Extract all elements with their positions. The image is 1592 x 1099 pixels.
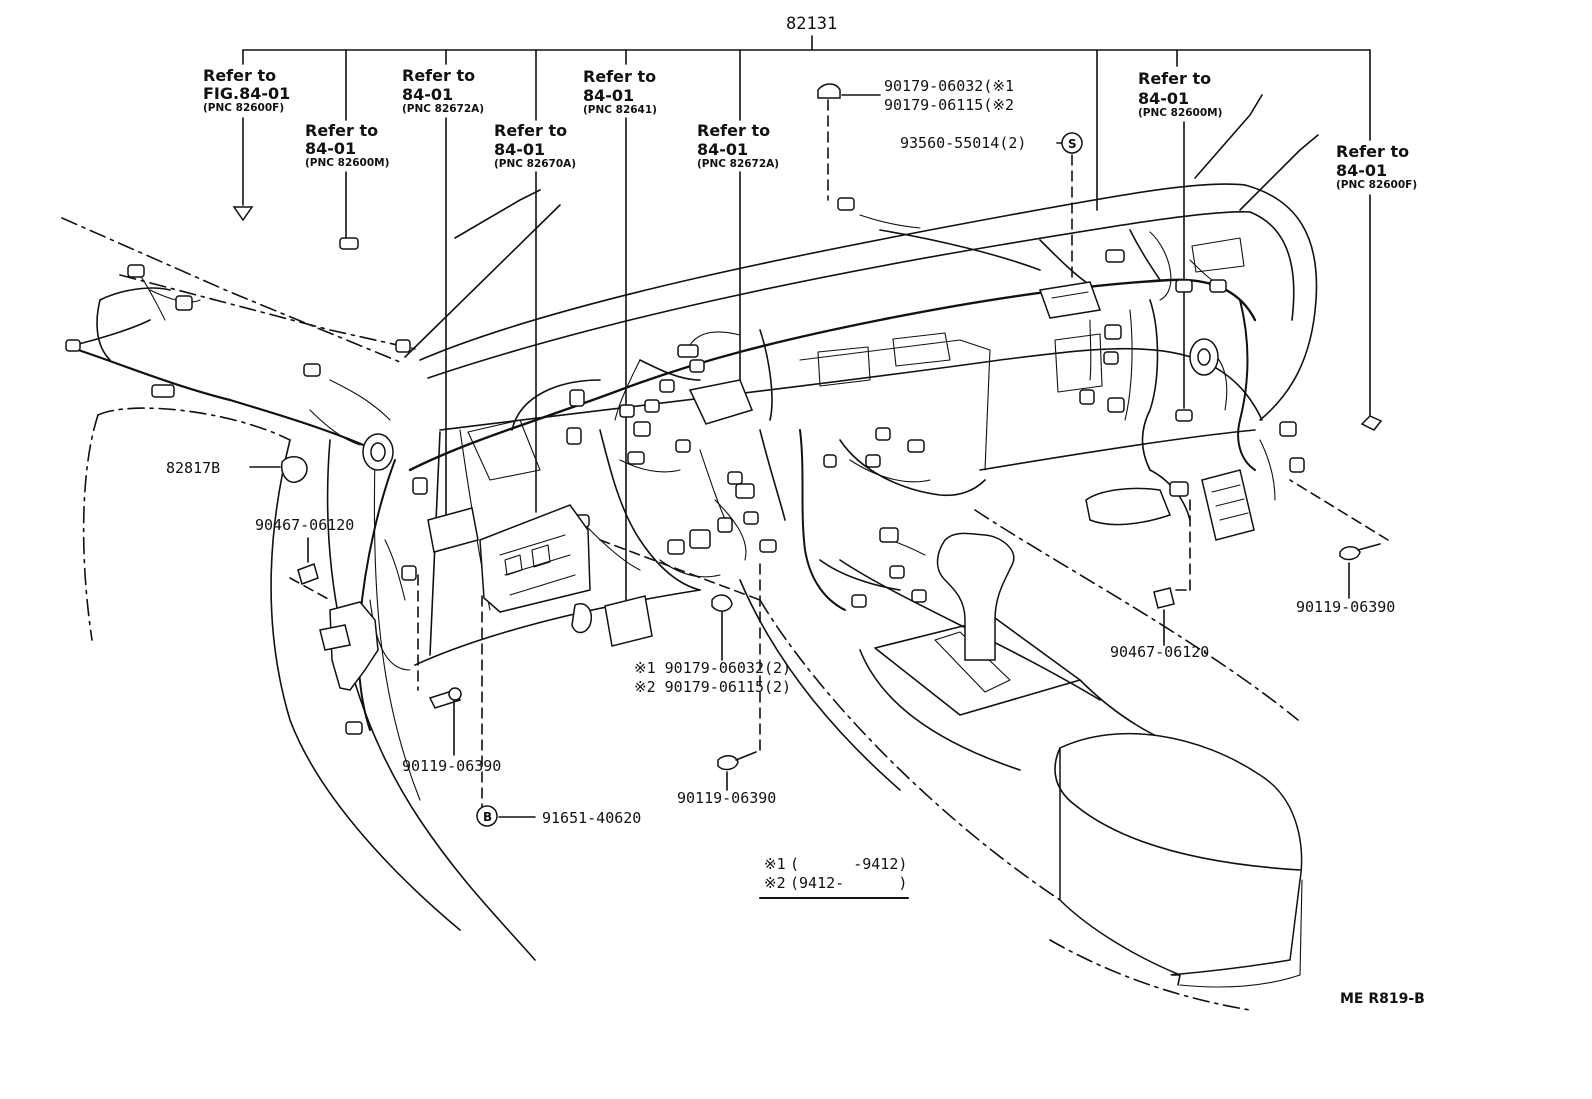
part-90179-mid-2: ※2 90179-06115(2) bbox=[634, 678, 791, 696]
ref-4-pnc: (PNC 82670A) bbox=[494, 158, 576, 170]
junction-box bbox=[479, 504, 591, 613]
clip-icon bbox=[817, 83, 841, 99]
refer-to-label-6: Refer to 84-01 (PNC 82672A) bbox=[697, 121, 779, 170]
connector-icon bbox=[1360, 415, 1383, 431]
relay-block bbox=[1201, 469, 1255, 541]
part-90119-right: 90119-06390 bbox=[1296, 598, 1395, 616]
s-marker-letter: S bbox=[1068, 137, 1077, 151]
legend-row-2-mark: ※2 bbox=[764, 874, 786, 892]
wire-clamp bbox=[280, 456, 308, 483]
part-93560: 93560-55014(2) bbox=[900, 134, 1026, 152]
part-90179-mid-1: ※1 90179-06032(2) bbox=[634, 659, 791, 677]
ref-5-fig: 84-01 bbox=[583, 86, 634, 105]
ref-4-title: Refer to bbox=[494, 121, 567, 140]
ref-3-pnc: (PNC 82672A) bbox=[402, 103, 484, 115]
ref-7-title: Refer to bbox=[1138, 69, 1211, 88]
clip-icon bbox=[297, 563, 319, 585]
ref-1-pnc: (PNC 82600F) bbox=[203, 102, 284, 114]
refer-to-label-4: Refer to 84-01 (PNC 82670A) bbox=[494, 121, 576, 170]
part-82817b: 82817B bbox=[166, 459, 220, 477]
main-part-number: 82131 bbox=[786, 14, 837, 34]
air-vent bbox=[1191, 237, 1245, 273]
ref-2-pnc: (PNC 82600M) bbox=[305, 157, 389, 169]
refer-to-label-3: Refer to 84-01 (PNC 82672A) bbox=[402, 66, 484, 115]
ref-8-title: Refer to bbox=[1336, 142, 1409, 161]
part-90467-left: 90467-06120 bbox=[255, 516, 354, 534]
ref-1-fig: FIG.84-01 bbox=[203, 84, 290, 103]
air-vent bbox=[892, 332, 951, 367]
bracket bbox=[1085, 487, 1171, 526]
part-90119-mid: 90119-06390 bbox=[677, 789, 776, 807]
part-91651: 91651-40620 bbox=[542, 809, 641, 827]
connector-block bbox=[427, 507, 479, 553]
clip-icon bbox=[1153, 587, 1175, 609]
ref-7-fig: 84-01 bbox=[1138, 89, 1189, 108]
relay-block bbox=[688, 379, 753, 425]
ref-2-fig: 84-01 bbox=[305, 139, 356, 158]
junction-block bbox=[1038, 281, 1102, 319]
ref-5-title: Refer to bbox=[583, 67, 656, 86]
connector-icon bbox=[232, 206, 254, 222]
ref-4-fig: 84-01 bbox=[494, 140, 545, 159]
legend-row-2-range: (9412- ) bbox=[790, 874, 907, 892]
ref-7-pnc: (PNC 82600M) bbox=[1138, 107, 1222, 119]
ref-6-title: Refer to bbox=[697, 121, 770, 140]
illustration-code: ME R819-B bbox=[1340, 991, 1425, 1007]
connector-icon bbox=[1175, 409, 1193, 422]
refer-to-label-1: Refer to FIG.84-01 (PNC 82600F) bbox=[203, 66, 290, 114]
part-90179-top-1: 90179-06032(※1 bbox=[884, 77, 1014, 95]
clip-icon bbox=[711, 594, 733, 612]
control-module bbox=[604, 595, 653, 647]
ref-5-pnc: (PNC 82641) bbox=[583, 104, 657, 116]
ref-3-title: Refer to bbox=[402, 66, 475, 85]
main-part-leader: 82131 bbox=[242, 14, 1371, 211]
ref-2-title: Refer to bbox=[305, 121, 378, 140]
fasteners bbox=[289, 83, 1389, 791]
b-marker-letter: B bbox=[483, 810, 492, 824]
ref-1-title: Refer to bbox=[203, 66, 276, 85]
bracket bbox=[329, 601, 379, 691]
s-marker: S bbox=[1061, 132, 1083, 154]
b-marker: B bbox=[476, 805, 498, 827]
ref-8-pnc: (PNC 82600F) bbox=[1336, 179, 1417, 191]
connector-icon bbox=[339, 237, 359, 250]
refer-to-label-2: Refer to 84-01 (PNC 82600M) bbox=[305, 121, 389, 169]
refer-to-label-5: Refer to 84-01 (PNC 82641) bbox=[583, 67, 657, 116]
console-armrest bbox=[1059, 732, 1303, 976]
left-components bbox=[249, 456, 653, 811]
bolt-icon bbox=[1339, 546, 1361, 561]
legend-row-1-range: ( -9412) bbox=[790, 855, 907, 873]
ref-8-fig: 84-01 bbox=[1336, 161, 1387, 180]
connector-icon bbox=[571, 603, 592, 634]
shift-lever bbox=[936, 532, 1015, 661]
ref-3-fig: 84-01 bbox=[402, 85, 453, 104]
ref-6-pnc: (PNC 82672A) bbox=[697, 158, 779, 170]
part-callouts: 82817B 90467-06120 90119-06390 B 91651-4… bbox=[166, 77, 1395, 827]
refer-to-label-8: Refer to 84-01 (PNC 82600F) bbox=[1336, 142, 1417, 191]
refer-to-label-7: Refer to 84-01 (PNC 82600M) bbox=[1138, 69, 1222, 119]
applicability-legend: ※1 ( -9412) ※2 (9412- ) bbox=[759, 855, 909, 899]
part-90119-left: 90119-06390 bbox=[402, 757, 501, 775]
vehicle-body bbox=[61, 94, 1319, 1011]
air-vent bbox=[817, 346, 871, 387]
part-90467-right: 90467-06120 bbox=[1110, 643, 1209, 661]
bolt-icon bbox=[717, 755, 739, 771]
part-90179-top-2: 90179-06115(※2 bbox=[884, 96, 1014, 114]
legend-row-1-mark: ※1 bbox=[764, 855, 786, 873]
ref-6-fig: 84-01 bbox=[697, 140, 748, 159]
